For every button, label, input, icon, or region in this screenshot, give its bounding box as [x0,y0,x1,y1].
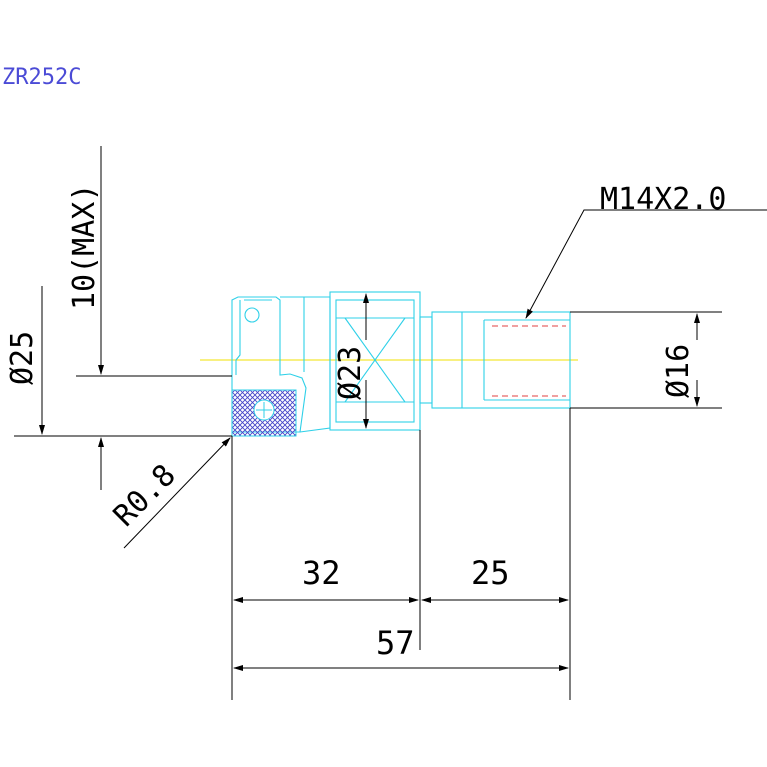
drawing-title: ZR252C [2,65,81,90]
thread-label: M14X2.0 [600,182,726,217]
thread-leader [525,209,767,319]
dia-shank-label: Ø16 [661,344,696,398]
radius-leader [123,437,231,549]
dia-body-label: Ø25 [5,331,40,385]
thread-hidden-lines [492,325,566,397]
len-shank-label: 25 [471,554,510,592]
max-depth-label: 10(MAX) [67,184,102,310]
dia-head-label: Ø23 [333,346,368,400]
tool-body-outline [231,291,571,433]
len-total-label: 57 [376,624,415,662]
len-head-label: 32 [302,554,341,592]
cutting-insert [231,389,297,437]
radius-label: R0.8 [107,458,183,534]
